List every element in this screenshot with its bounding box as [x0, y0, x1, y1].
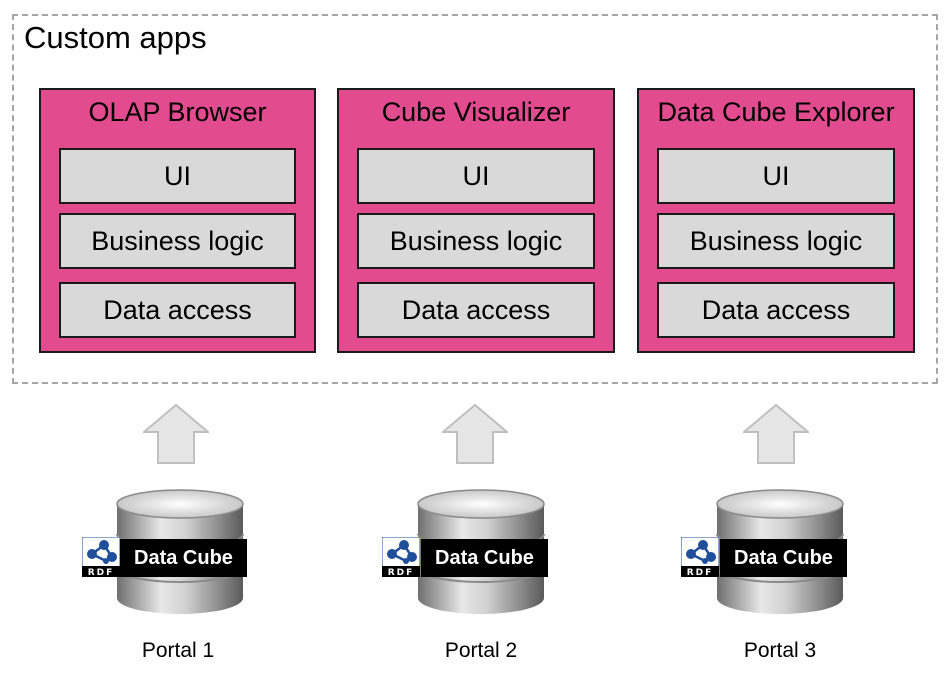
svg-text:RDF: RDF: [687, 568, 714, 577]
layer-ui: UI: [59, 148, 296, 204]
container-title: Custom apps: [24, 20, 207, 55]
layer-data-access: Data access: [657, 282, 895, 338]
app-olap-browser: OLAP Browser UI Business logic Data acce…: [39, 88, 316, 353]
layer-data-access: Data access: [59, 282, 296, 338]
up-arrow-icon: [442, 404, 508, 464]
svg-text:RDF: RDF: [388, 568, 415, 577]
data-cube-label: Data Cube: [421, 539, 548, 577]
layer-business-logic: Business logic: [657, 213, 895, 269]
svg-text:RDF: RDF: [88, 568, 115, 577]
app-title: OLAP Browser: [88, 97, 267, 127]
app-data-cube-explorer: Data Cube Explorer UI Business logic Dat…: [637, 88, 915, 353]
app-title: Data Cube Explorer: [657, 97, 895, 127]
custom-apps-container: Custom apps: [12, 14, 938, 384]
app-cube-visualizer: Cube Visualizer UI Business logic Data a…: [337, 88, 615, 353]
layer-data-access: Data access: [357, 282, 595, 338]
rdf-logo-icon: RDF: [681, 537, 719, 577]
rdf-logo-icon: RDF: [82, 537, 120, 577]
portal-label: Portal 1: [141, 639, 215, 662]
data-cube-label: Data Cube: [720, 539, 847, 577]
portal-label: Portal 3: [743, 639, 817, 662]
app-title: Cube Visualizer: [381, 97, 571, 127]
up-arrow-icon: [743, 404, 809, 464]
layer-ui: UI: [357, 148, 595, 204]
layer-business-logic: Business logic: [59, 213, 296, 269]
portal-label: Portal 2: [444, 639, 518, 662]
layer-business-logic: Business logic: [357, 213, 595, 269]
rdf-logo-icon: RDF: [382, 537, 420, 577]
up-arrow-icon: [143, 404, 209, 464]
data-cube-label: Data Cube: [120, 539, 247, 577]
layer-ui: UI: [657, 148, 895, 204]
